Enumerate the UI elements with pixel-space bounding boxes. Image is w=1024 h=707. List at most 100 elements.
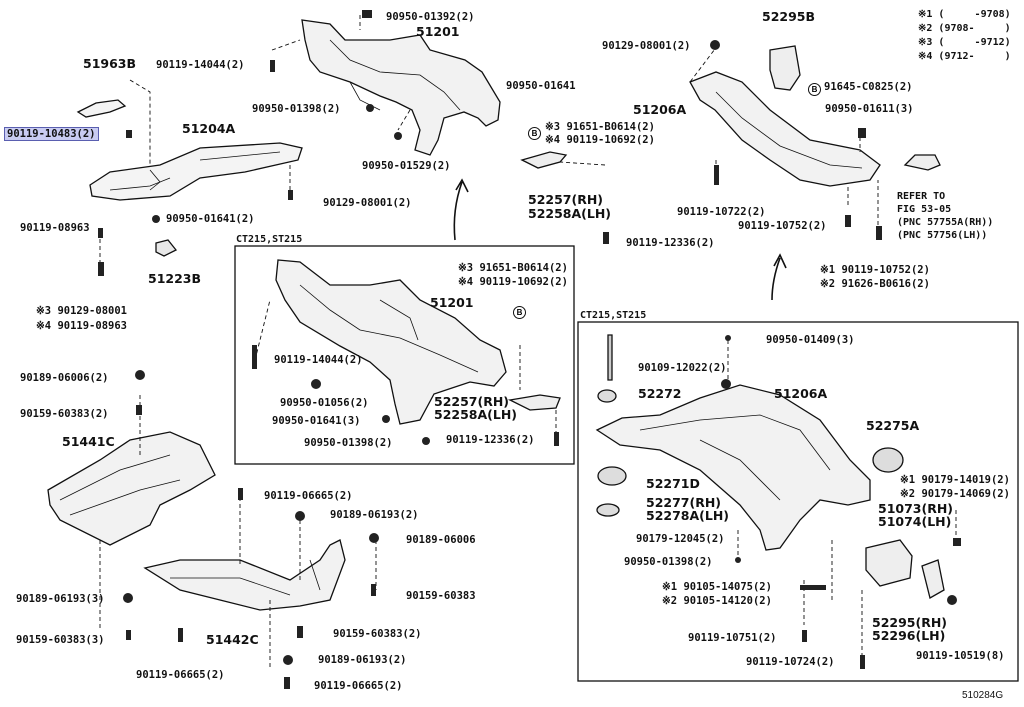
part-90189-06193[interactable]: 90189-06193(2)	[330, 509, 419, 521]
part-90189-06006[interactable]: 90189-06006(2)	[20, 372, 109, 384]
box-part-90950-01641[interactable]: 90950-01641(3)	[272, 415, 361, 427]
note-2: ※2 (9708- )	[918, 23, 1011, 34]
box-part-52257[interactable]: 52257(RH)	[434, 394, 509, 409]
part-90119-10751[interactable]: 90119-10751(2)	[688, 632, 777, 644]
part-52258a[interactable]: 52258A(LH)	[528, 206, 612, 221]
arrow-up-right	[771, 253, 787, 301]
part-51206a-box[interactable]: 51206A	[774, 386, 828, 401]
part-51204a[interactable]: 51204A	[182, 121, 236, 136]
box-part-52258a[interactable]: 52258A(LH)	[434, 407, 518, 422]
part-52295b[interactable]: 52295B	[762, 9, 816, 24]
part-52275a[interactable]: 52275A	[866, 418, 920, 433]
part-90189-06006b[interactable]: 90189-06006	[406, 534, 476, 546]
note1-part-90105-14075[interactable]: ※1 90105-14075(2)	[662, 581, 772, 593]
stopper-51223b	[155, 239, 178, 257]
part-90119-10519[interactable]: 90119-10519(8)	[916, 650, 1005, 662]
bracket-51963b	[76, 99, 127, 118]
part-52272[interactable]: 52272	[638, 386, 682, 401]
circle-b-icon: B	[513, 306, 526, 319]
part-90119-06665d[interactable]: 90119-06665(2)	[314, 680, 403, 692]
member-51206a-box	[595, 384, 871, 551]
part-90159-60383[interactable]: 90159-60383(2)	[20, 408, 109, 420]
ct215-box-right	[577, 321, 1019, 682]
note1-part-90179-14019[interactable]: ※1 90179-14019(2)	[900, 474, 1010, 486]
part-90119-10752[interactable]: 90119-10752(2)	[738, 220, 827, 232]
part-90119-06665[interactable]: 90119-06665(2)	[264, 490, 353, 502]
note1-part-90119-10752[interactable]: ※1 90119-10752(2)	[820, 264, 930, 276]
part-90119-12336[interactable]: 90119-12336(2)	[626, 237, 715, 249]
circle-b-icon: B	[528, 127, 541, 140]
bushing-52271d	[597, 466, 627, 486]
part-90950-01398-box[interactable]: 90950-01398(2)	[624, 556, 713, 568]
note4-part-90119-10692[interactable]: ※4 90119-10692(2)	[545, 134, 655, 146]
part-90109-12022[interactable]: 90109-12022(2)	[638, 362, 727, 374]
box-right-title: CT215,ST215	[580, 310, 647, 321]
part-90950-01398[interactable]: 90950-01398(2)	[252, 103, 341, 115]
part-52296[interactable]: 52296(LH)	[872, 628, 946, 643]
part-90159-60383d[interactable]: 90159-60383(2)	[333, 628, 422, 640]
box-part-90119-14044[interactable]: 90119-14044(2)	[274, 354, 363, 366]
box-note4-part-90119-10692[interactable]: ※4 90119-10692(2)	[458, 276, 568, 288]
note4-part-90119-08963[interactable]: ※4 90119-08963	[36, 320, 127, 332]
part-90129-08001b[interactable]: 90129-08001(2)	[602, 40, 691, 52]
part-51206a-top[interactable]: 51206A	[633, 102, 687, 117]
subframe-51201-box	[275, 259, 507, 425]
note3-part-91651[interactable]: ※3 91651-B0614(2)	[545, 121, 655, 133]
note2-part-90105-14120[interactable]: ※2 90105-14120(2)	[662, 595, 772, 607]
part-90189-06193c[interactable]: 90189-06193(3)	[16, 593, 105, 605]
box-part-90119-12336[interactable]: 90119-12336(2)	[446, 434, 535, 446]
diagram-id: 510284G	[962, 690, 1004, 701]
bracket-52295b	[769, 45, 801, 91]
part-51441c[interactable]: 51441C	[62, 434, 115, 449]
part-90950-01611[interactable]: 90950-01611(3)	[825, 103, 914, 115]
part-52278a[interactable]: 52278A(LH)	[646, 508, 730, 523]
part-52277[interactable]: 52277(RH)	[646, 495, 721, 510]
circle-b-icon: B	[808, 83, 821, 96]
bushing-52272	[597, 389, 617, 403]
note2-part-90179-14069[interactable]: ※2 90179-14069(2)	[900, 488, 1010, 500]
crossmember-51204a	[89, 142, 303, 201]
part-90119-10483[interactable]: 90119-10483(2)	[4, 127, 99, 141]
part-90950-01641[interactable]: 90950-01641(2)	[166, 213, 255, 225]
box-part-90950-01398[interactable]: 90950-01398(2)	[304, 437, 393, 449]
part-51201-box[interactable]: 51201	[430, 295, 474, 310]
part-91645-c0825[interactable]: 91645-C0825(2)	[824, 81, 913, 93]
part-51074[interactable]: 51074(LH)	[878, 514, 952, 529]
part-52257[interactable]: 52257(RH)	[528, 192, 603, 207]
part-90129-08001[interactable]: 90129-08001(2)	[323, 197, 412, 209]
part-90119-14044[interactable]: 90119-14044(2)	[156, 59, 245, 71]
note2-part-91626[interactable]: ※2 91626-B0616(2)	[820, 278, 930, 290]
part-90950-01409[interactable]: 90950-01409(3)	[766, 334, 855, 346]
part-90119-08963[interactable]: 90119-08963	[20, 222, 90, 234]
subframe-51201-top	[301, 19, 501, 156]
part-52271d[interactable]: 52271D	[646, 476, 700, 491]
part-51201-top[interactable]: 51201	[416, 24, 460, 39]
part-90119-10722[interactable]: 90119-10722(2)	[677, 206, 766, 218]
part-52295[interactable]: 52295(RH)	[872, 615, 947, 630]
part-90950-01392[interactable]: 90950-01392(2)	[386, 11, 475, 23]
note3-part-90129-08001[interactable]: ※3 90129-08001	[36, 305, 127, 317]
bolt-90119-10483	[126, 130, 132, 138]
refer-pnc-lh: (PNC 57756(LH))	[897, 230, 988, 241]
part-51073[interactable]: 51073(RH)	[878, 501, 953, 516]
part-90189-06193d[interactable]: 90189-06193(2)	[318, 654, 407, 666]
part-90179-12045[interactable]: 90179-12045(2)	[636, 533, 725, 545]
part-90119-06665c[interactable]: 90119-06665(2)	[136, 669, 225, 681]
part-51223b[interactable]: 51223B	[148, 271, 202, 286]
box-part-90950-01056[interactable]: 90950-01056(2)	[280, 397, 369, 409]
part-90159-60383c[interactable]: 90159-60383(3)	[16, 634, 105, 646]
part-90119-10724[interactable]: 90119-10724(2)	[746, 656, 835, 668]
box-note3-part-91651[interactable]: ※3 91651-B0614(2)	[458, 262, 568, 274]
part-90159-60383b[interactable]: 90159-60383	[406, 590, 476, 602]
cover-51441c	[47, 431, 216, 546]
part-51442c[interactable]: 51442C	[206, 632, 259, 647]
refer-fig[interactable]: FIG 53-05	[897, 204, 952, 215]
part-90950-01529[interactable]: 90950-01529(2)	[362, 160, 451, 172]
note-1: ※1 ( -9708)	[918, 9, 1011, 20]
bracket-51073	[865, 539, 913, 587]
part-51963b[interactable]: 51963B	[83, 56, 137, 71]
part-90950-01641b[interactable]: 90950-01641	[506, 80, 576, 92]
